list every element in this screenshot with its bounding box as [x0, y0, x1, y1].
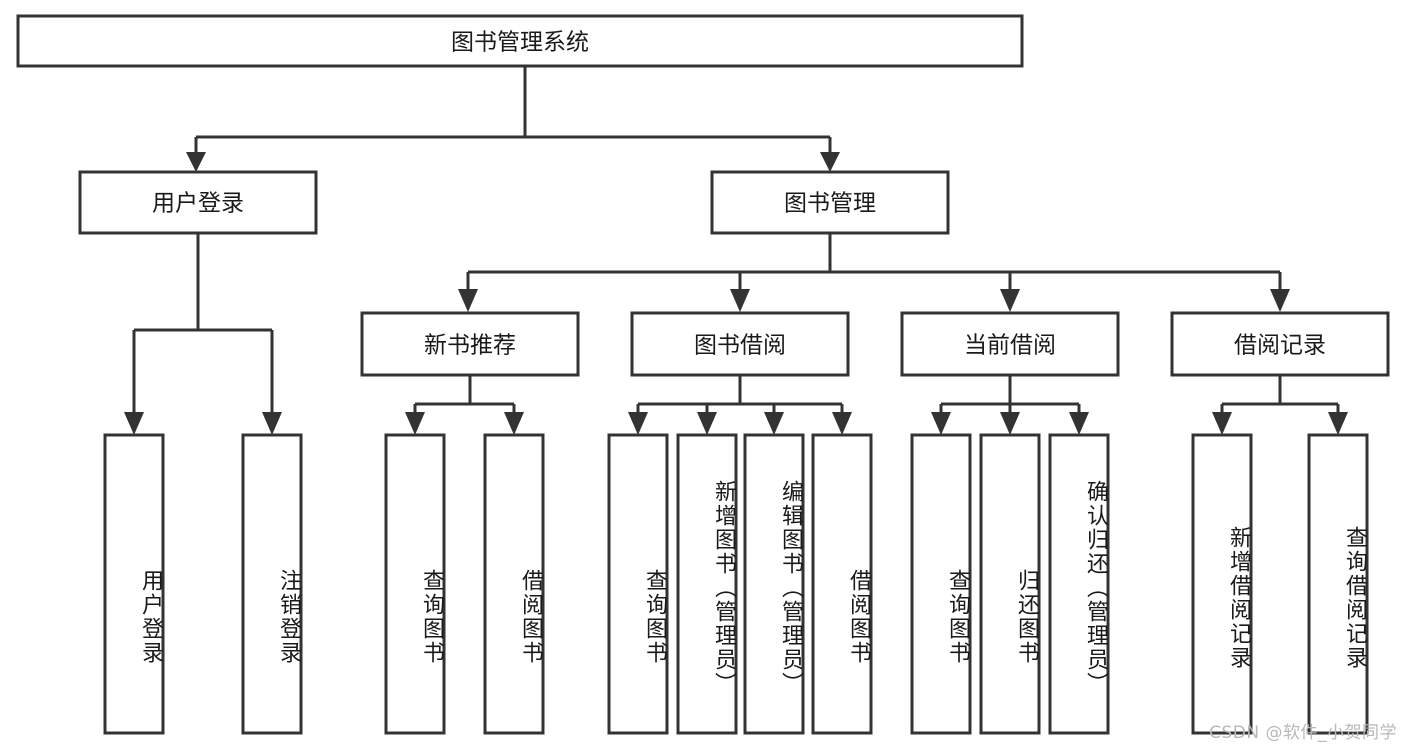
- root-label: 图书管理系统: [451, 30, 589, 56]
- node-book-manage[interactable]: 图书管理: [710, 170, 950, 235]
- node-root[interactable]: 图书管理系统: [16, 14, 1024, 68]
- user-login-label: 用户登录: [152, 191, 244, 217]
- leaf-box-confirm-return[interactable]: [1048, 433, 1110, 735]
- arrow-head-leaf-query-book-3: [931, 412, 951, 435]
- leaf-box-return-book[interactable]: [979, 433, 1041, 735]
- current-borrow-box[interactable]: [900, 311, 1120, 377]
- arrow-head-leaf-query-book-2: [628, 412, 648, 435]
- arrow-head-leaf-query-record: [1328, 412, 1348, 435]
- arrow-head-book-borrow: [730, 289, 750, 312]
- leaf-box-query-record[interactable]: [1307, 433, 1369, 735]
- leaf-box-query-book-3[interactable]: [910, 433, 972, 735]
- arrow-head-new-book-recommend: [458, 289, 478, 312]
- borrow-record-label: 借阅记录: [1234, 333, 1326, 359]
- current-borrow-label: 当前借阅: [964, 333, 1056, 359]
- node-book-borrow[interactable]: 图书借阅: [630, 311, 850, 377]
- arrow-head-leaf-user-login: [124, 412, 144, 435]
- arrow-head-current-borrow: [1000, 289, 1020, 312]
- book-manage-label: 图书管理: [784, 191, 876, 217]
- node-user-login[interactable]: 用户登录: [78, 170, 318, 235]
- arrow-head-leaf-add-record: [1212, 412, 1232, 435]
- arrow-head-leaf-query-book-1: [405, 412, 425, 435]
- new-book-recommend-label: 新书推荐: [424, 333, 516, 359]
- arrow-head-user-login: [186, 152, 206, 172]
- leaf-box-user-login[interactable]: [103, 433, 165, 735]
- node-borrow-record[interactable]: 借阅记录: [1170, 311, 1390, 377]
- book-borrow-label: 图书借阅: [694, 333, 786, 359]
- arrow-head-leaf-return-book: [1000, 412, 1020, 435]
- leaf-box-logout-login[interactable]: [241, 433, 303, 735]
- leaf-box-borrow-book-2[interactable]: [811, 433, 873, 735]
- root-box[interactable]: [16, 14, 1024, 68]
- arrow-head-leaf-borrow-book-2: [832, 412, 852, 435]
- node-current-borrow[interactable]: 当前借阅: [900, 311, 1120, 377]
- leaf-box-edit-book[interactable]: [743, 433, 805, 735]
- arrow-head-borrow-record: [1270, 289, 1290, 312]
- book-borrow-box[interactable]: [630, 311, 850, 377]
- borrow-record-box[interactable]: [1170, 311, 1390, 377]
- leaf-box-query-book-1[interactable]: [384, 433, 446, 735]
- arrow-head-leaf-confirm-return: [1069, 412, 1089, 435]
- book-manage-box[interactable]: [710, 170, 950, 235]
- arrow-head-leaf-edit-book: [764, 412, 784, 435]
- csdn-watermark: CSDN @软件_小贺同学: [1209, 723, 1397, 743]
- arrow-head-book-manage: [820, 152, 840, 172]
- arrow-head-leaf-add-book: [697, 412, 717, 435]
- leaf-box-query-book-2[interactable]: [607, 433, 669, 735]
- leaf-box-borrow-book-1[interactable]: [483, 433, 545, 735]
- leaf-box-add-book[interactable]: [676, 433, 738, 735]
- arrow-head-leaf-logout-login: [262, 412, 282, 435]
- leaf-box-add-record[interactable]: [1191, 433, 1253, 735]
- new-book-recommend-box[interactable]: [360, 311, 580, 377]
- arrow-head-leaf-borrow-book-1: [504, 412, 524, 435]
- node-new-book-recommend[interactable]: 新书推荐: [360, 311, 580, 377]
